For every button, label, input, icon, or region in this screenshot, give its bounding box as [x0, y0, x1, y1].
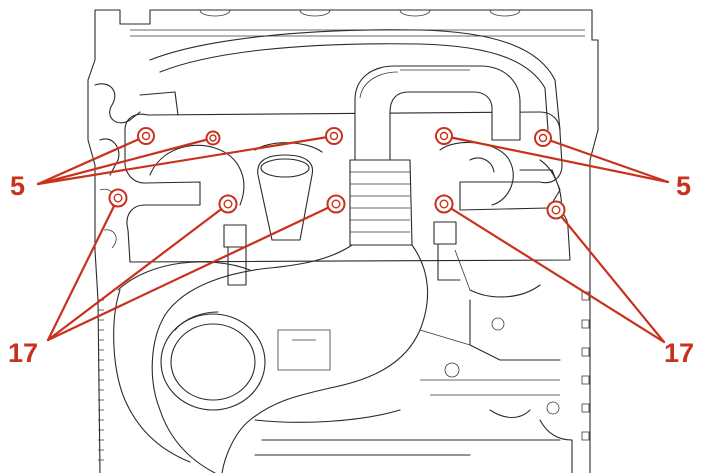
bolt-17 — [108, 188, 128, 208]
head-cover-ribs — [130, 9, 585, 37]
block-plug-2 — [444, 362, 460, 378]
bolt-5 — [137, 127, 155, 145]
callout-17-left: 17 — [8, 338, 38, 368]
bolts-item-17 — [108, 188, 566, 220]
bolts-item-5 — [137, 127, 552, 147]
callout-leaders — [36, 134, 670, 344]
leader-17-left-a — [46, 196, 120, 342]
bolt-17 — [434, 194, 454, 214]
leader-5-left-c — [36, 134, 336, 186]
turbocharger-housing — [113, 261, 251, 463]
callout-5-right: 5 — [676, 171, 691, 201]
bolt-17 — [546, 200, 566, 220]
manifold-runner-1 — [149, 144, 245, 206]
bolt-5 — [325, 127, 343, 145]
right-block-detail — [469, 159, 562, 361]
egr-pipe — [257, 154, 314, 241]
leader-5-left-b — [36, 136, 215, 186]
left-ribbing — [98, 299, 104, 461]
upper-rail-pipe — [149, 29, 561, 131]
engine-block-outline — [87, 9, 599, 473]
leader-5-left-a — [36, 134, 148, 186]
leader-5-right-a — [442, 134, 670, 184]
bolt-5 — [205, 130, 221, 146]
leader-17-right-a — [442, 202, 666, 344]
bolt-5 — [534, 129, 552, 147]
leader-17-left-b — [46, 202, 230, 342]
block-plug-1 — [491, 317, 505, 331]
turbo-outlet-port — [160, 313, 266, 411]
turbo-outlet-hose — [164, 244, 429, 389]
bolt-17 — [218, 194, 238, 214]
block-plug-3 — [546, 401, 560, 415]
turbo-inlet-hose-upper — [354, 65, 521, 161]
left-bracket — [94, 83, 179, 176]
side-square-holes — [581, 291, 590, 441]
bolt-5 — [435, 127, 453, 145]
manifold-runner-3 — [439, 141, 514, 206]
callout-5-left: 5 — [10, 171, 25, 201]
bolt-17 — [326, 194, 346, 214]
stud-boss-right — [433, 221, 457, 245]
stud-boss-left — [223, 224, 247, 248]
callout-17-right: 17 — [664, 338, 694, 368]
engine-line-art — [87, 9, 599, 473]
leader-17-right-b — [554, 208, 666, 344]
leader-17-left-c — [46, 202, 338, 342]
leader-5-right-b — [541, 136, 670, 184]
